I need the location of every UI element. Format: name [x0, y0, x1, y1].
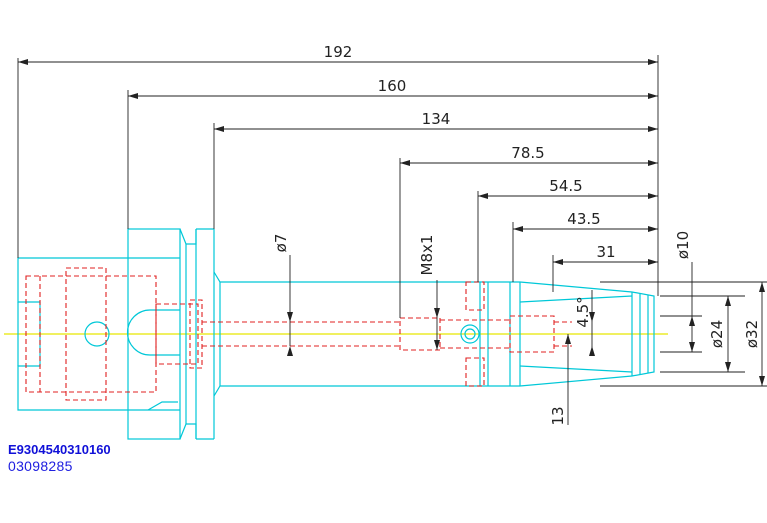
dim-angle-4-5: 4.5°	[574, 296, 592, 327]
dim-54-5: 54.5	[549, 177, 582, 195]
dim-dia-24: ø24	[708, 320, 726, 348]
dim-43-5: 43.5	[567, 210, 600, 228]
arrowheads	[18, 59, 765, 386]
dim-dia-10: ø10	[674, 231, 692, 259]
dim-134: 134	[422, 110, 451, 128]
hidden-lines	[25, 267, 572, 401]
dim-13: 13	[549, 406, 567, 425]
dim-dia-32: ø32	[743, 320, 761, 348]
dim-thread-m8x1: M8x1	[418, 235, 436, 276]
part-outline	[17, 228, 655, 440]
part-number-label: E9304540310160	[8, 442, 111, 457]
dim-78-5: 78.5	[511, 144, 544, 162]
drawing-number-label: 03098285	[8, 458, 73, 474]
dim-192: 192	[324, 43, 353, 61]
dim-31: 31	[596, 243, 615, 261]
dimension-lines	[17, 55, 767, 425]
dim-dia-7: ø7	[272, 234, 290, 253]
dim-160: 160	[378, 77, 407, 95]
